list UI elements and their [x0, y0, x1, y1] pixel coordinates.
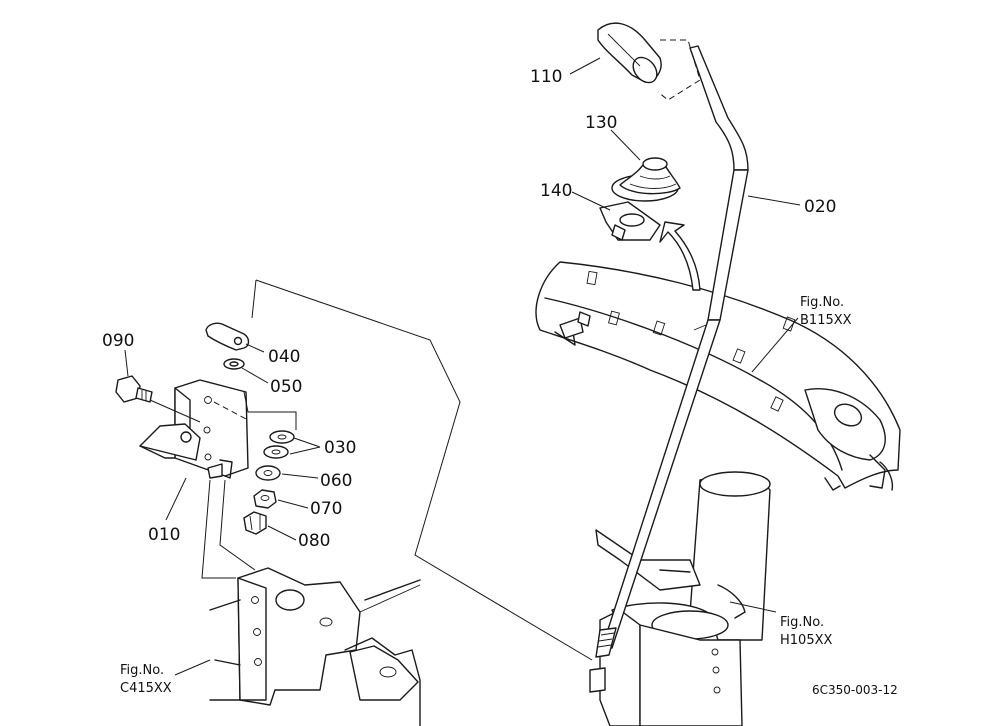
label-060: 060 [320, 471, 352, 491]
lever-rod-020 [595, 45, 749, 658]
leader-lines [124, 57, 801, 676]
washer-060 [255, 465, 281, 481]
ref-c415-line2: C415XX [120, 681, 172, 696]
bolt-090 [115, 375, 153, 403]
label-050: 050 [270, 377, 302, 397]
ref-b115-line1: Fig.No. [800, 295, 844, 310]
label-130: 130 [585, 113, 617, 133]
label-140: 140 [540, 181, 572, 201]
nut-070 [253, 489, 277, 509]
washer-050 [223, 358, 245, 370]
figure-references: Fig.No. B115XX Fig.No. H105XX Fig.No. C4… [120, 295, 852, 696]
steering-column-base [589, 471, 771, 726]
ref-b115-line2: B115XX [800, 313, 852, 328]
boot-130 [611, 157, 681, 202]
nut-080 [243, 511, 267, 535]
direction-arrow [659, 221, 701, 291]
ref-c415-line1: Fig.No. [120, 663, 164, 678]
label-010: 010 [148, 525, 180, 545]
ref-h105-line1: Fig.No. [780, 615, 824, 630]
bracket-010 [139, 379, 249, 479]
ref-h105-line2: H105XX [780, 633, 832, 648]
washer-030 [263, 430, 295, 459]
label-020: 020 [804, 197, 836, 217]
plate-140 [599, 201, 661, 241]
part-labels: 110 130 140 020 090 040 050 030 060 070 … [102, 67, 836, 551]
drawing-code: 6C350-003-12 [812, 683, 898, 697]
cover-panel [535, 261, 901, 491]
plate-040 [205, 322, 250, 351]
assembly-guides [149, 279, 593, 661]
label-090: 090 [102, 331, 134, 351]
knob-110 [597, 22, 701, 101]
label-080: 080 [298, 531, 330, 551]
base-frame-c415 [209, 567, 421, 726]
label-110: 110 [530, 67, 562, 87]
label-040: 040 [268, 347, 300, 367]
label-070: 070 [310, 499, 342, 519]
label-030: 030 [324, 438, 356, 458]
